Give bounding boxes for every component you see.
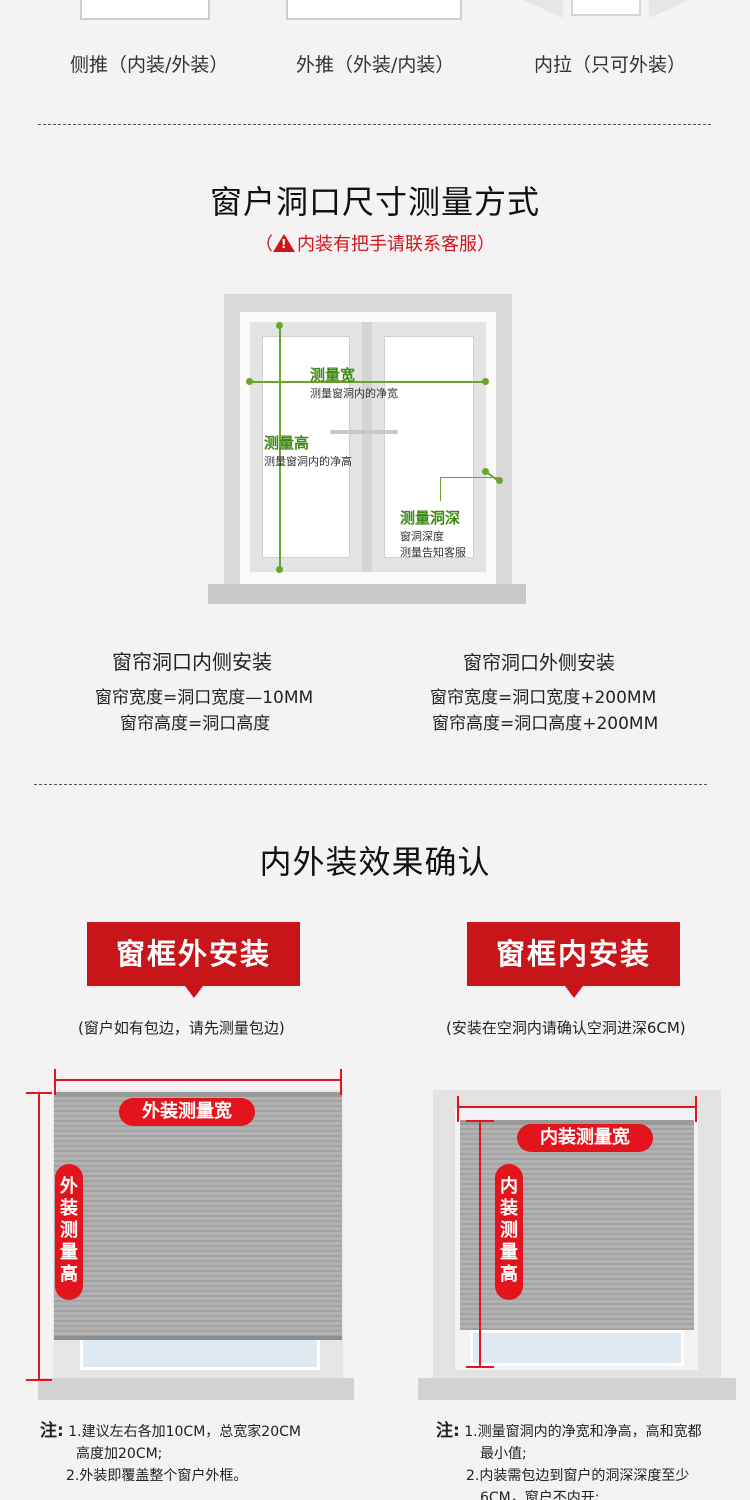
inner-note-2b: 6CM，窗户不内开; bbox=[480, 1490, 600, 1500]
outside-width-formula: 窗帘宽度=洞口宽度+200MM bbox=[430, 688, 657, 708]
center-mullion bbox=[362, 322, 372, 572]
outer-window-sill bbox=[38, 1378, 354, 1400]
measure-section-title: 窗户洞口尺寸测量方式 bbox=[209, 183, 540, 221]
warning-triangle-icon bbox=[273, 234, 295, 252]
left-glass-pane bbox=[262, 336, 350, 558]
window-type-label-side-push: 侧推（内装/外装） bbox=[70, 54, 229, 76]
outward-push-window-thumb bbox=[286, 0, 462, 20]
height-measure-dot-bottom bbox=[276, 566, 283, 573]
outer-note-1: 1.建议左右各加10CM，总宽家20CM bbox=[68, 1424, 301, 1440]
divider-1 bbox=[38, 124, 711, 125]
height-measure-dot-top bbox=[276, 322, 283, 329]
outer-install-banner: 窗框外安装 bbox=[87, 922, 300, 998]
side-push-window-thumb bbox=[80, 0, 210, 20]
outside-install-title: 窗帘洞口外侧安装 bbox=[463, 652, 616, 674]
inner-note-1b: 最小值; bbox=[480, 1446, 527, 1462]
inner-height-label: 内装测量高 bbox=[495, 1164, 523, 1300]
inner-install-banner: 窗框内安装 bbox=[467, 922, 680, 998]
window-sill bbox=[208, 584, 526, 604]
inner-width-line bbox=[458, 1106, 696, 1108]
inner-window-sill bbox=[418, 1378, 736, 1400]
inner-width-tick-right bbox=[695, 1096, 697, 1122]
inside-width-formula: 窗帘宽度=洞口宽度—10MM bbox=[95, 688, 314, 708]
outer-note-label: 注: bbox=[40, 1421, 64, 1441]
depth-measure-dot-2 bbox=[496, 477, 503, 484]
width-measure-dot-left bbox=[246, 378, 253, 385]
depth-measure-title: 测量洞深 bbox=[400, 509, 461, 527]
window-type-label-outward-push: 外推（外装/内装） bbox=[296, 54, 455, 76]
inner-note-label: 注: bbox=[436, 1421, 460, 1441]
depth-leader-vertical bbox=[440, 477, 441, 501]
inner-note-1: 1.测量窗洞内的净宽和净高，高和宽都 bbox=[464, 1424, 702, 1440]
depth-leader-line bbox=[440, 477, 498, 478]
inner-install-notes: 注: 1.测量窗洞内的净宽和净高，高和宽都 最小值; 2.内装需包边到窗户的洞深… bbox=[436, 1420, 736, 1500]
height-measure-desc: 测量窗洞内的净高 bbox=[264, 455, 352, 468]
width-measure-dot-right bbox=[482, 378, 489, 385]
divider-2 bbox=[34, 784, 707, 785]
outer-install-subtitle: (窗户如有包边，请先测量包边) bbox=[78, 1019, 285, 1037]
outer-width-label: 外装测量宽 bbox=[119, 1098, 255, 1126]
outer-width-tick-left bbox=[54, 1069, 56, 1095]
effect-section-title: 内外装效果确认 bbox=[259, 843, 491, 881]
outer-width-tick-right bbox=[340, 1069, 342, 1095]
outer-install-notes: 注: 1.建议左右各加10CM，总宽家20CM 高度加20CM; 2.外装即覆盖… bbox=[40, 1420, 360, 1487]
height-measure-title: 测量高 bbox=[264, 434, 310, 452]
outer-width-line bbox=[55, 1079, 341, 1081]
outer-height-tick-top bbox=[26, 1092, 52, 1094]
width-measure-desc: 测量窗洞内的净宽 bbox=[310, 387, 398, 400]
inner-note-2: 2.内装需包边到窗户的洞深深度至少 bbox=[466, 1468, 690, 1484]
warning-text: 内装有把手请联系客服 bbox=[297, 234, 477, 255]
depth-measure-desc-2: 测量告知客服 bbox=[400, 546, 466, 559]
window-handle-icon bbox=[330, 430, 398, 434]
right-glass-pane bbox=[384, 336, 474, 558]
outer-note-1b: 高度加20CM; bbox=[76, 1446, 163, 1462]
depth-measure-desc-1: 窗洞深度 bbox=[400, 530, 444, 543]
outer-blind-bottom-rail bbox=[54, 1336, 342, 1340]
width-measure-title: 测量宽 bbox=[310, 366, 356, 384]
outer-height-tick-bottom bbox=[26, 1379, 52, 1381]
inside-install-title: 窗帘洞口内侧安装 bbox=[112, 650, 272, 674]
inner-height-tick-top bbox=[466, 1120, 494, 1122]
warning-close-paren: ） bbox=[477, 234, 495, 255]
outer-height-label: 外装测量高 bbox=[55, 1164, 83, 1300]
handle-warning: （ 内装有把手请联系客服） bbox=[0, 230, 750, 256]
inner-width-tick-left bbox=[457, 1096, 459, 1122]
warning-open-paren: （ bbox=[255, 234, 273, 255]
outer-height-line bbox=[38, 1093, 40, 1380]
inner-height-line bbox=[479, 1120, 481, 1366]
outer-window-glass bbox=[80, 1336, 320, 1370]
inner-install-subtitle: (安装在空洞内请确认空洞进深6CM) bbox=[446, 1019, 686, 1037]
width-measure-line bbox=[250, 381, 486, 383]
window-type-label-inward-pull: 内拉（只可外装） bbox=[534, 54, 687, 76]
inner-height-tick-bottom bbox=[466, 1366, 494, 1368]
outside-height-formula: 窗帘高度=洞口高度+200MM bbox=[432, 714, 659, 734]
outer-blind bbox=[54, 1092, 342, 1338]
outer-note-2: 2.外装即覆盖整个窗户外框。 bbox=[66, 1468, 248, 1484]
height-measure-line bbox=[279, 325, 281, 569]
inward-pull-window-thumb bbox=[523, 0, 689, 20]
inner-window-glass bbox=[470, 1330, 684, 1366]
inner-width-label: 内装测量宽 bbox=[517, 1124, 653, 1152]
depth-measure-dot-1 bbox=[482, 468, 489, 475]
inside-height-formula: 窗帘高度=洞口高度 bbox=[120, 714, 271, 734]
